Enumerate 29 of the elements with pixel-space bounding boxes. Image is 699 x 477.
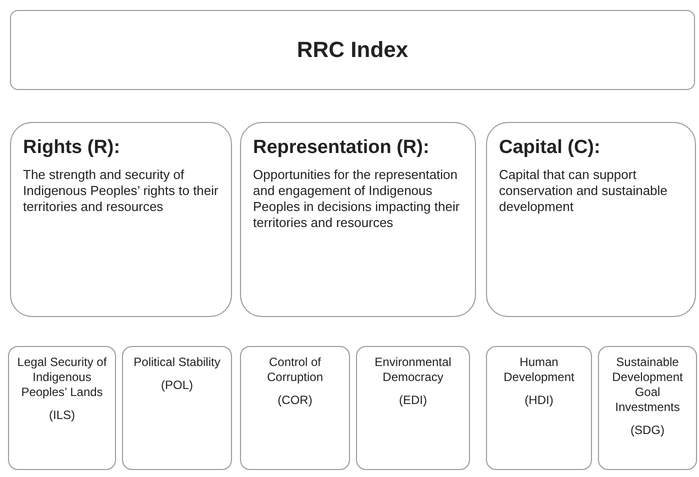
indicator-code: (HDI): [524, 393, 554, 408]
category-description: Capital that can support conservation and sustainable development: [499, 167, 668, 215]
indicator-box: [356, 346, 470, 470]
indicator-code: (ILS): [48, 408, 76, 423]
indicator-name: Control of Corruption: [266, 355, 324, 385]
category-heading: Representation (R):: [253, 137, 430, 159]
index-title-box: [10, 10, 695, 90]
indicator-code: (POL): [160, 378, 194, 393]
indicator-name: Human Development: [502, 355, 576, 385]
indicator-code: (SDG): [630, 423, 666, 438]
category-box: [240, 122, 476, 317]
indicator-code: (COR): [276, 393, 314, 408]
indicator-name: Legal Security of Indigenous Peoples’ Lands: [16, 355, 108, 400]
category-description: The strength and security of Indigenous Peoples’ rights to their territories and resources: [23, 167, 219, 215]
category-heading: Capital (C):: [499, 137, 602, 159]
category-box: [10, 122, 232, 317]
indicator-name: Sustainable Development Goal Investments: [611, 355, 684, 415]
indicator-box: [240, 346, 350, 470]
indicator-name: Environmental Democracy: [374, 355, 452, 385]
category-description: Opportunities for the representation and engagement of Indigenous Peoples in decisions impacting their territories and resources: [253, 167, 461, 231]
indicator-box: [8, 346, 116, 470]
indicator-box: [122, 346, 232, 470]
indicator-box: [598, 346, 697, 470]
category-heading: Rights (R):: [23, 137, 122, 159]
category-box: [486, 122, 696, 317]
indicator-name: Political Stability: [132, 355, 222, 370]
title-text: RRC Index: [296, 37, 408, 63]
indicator-box: [486, 346, 592, 470]
indicator-code: (EDI): [398, 393, 428, 408]
